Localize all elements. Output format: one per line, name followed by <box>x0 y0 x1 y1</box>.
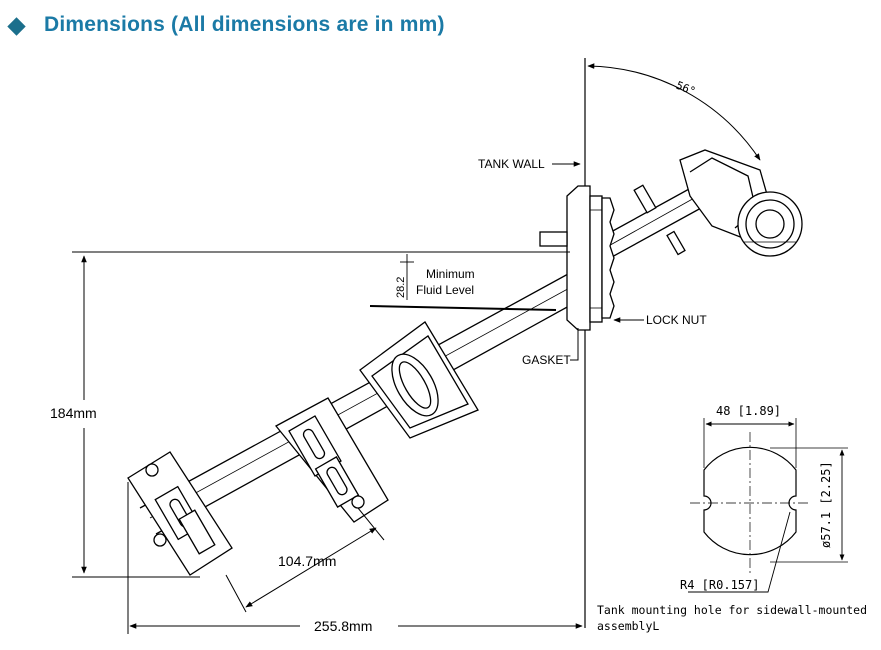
length-dimension-label: 104.7mm <box>278 553 336 569</box>
mounting-hole-detail <box>688 418 848 593</box>
sensor-assembly <box>127 149 803 576</box>
tank-wall-label: TANK WALL <box>478 157 545 171</box>
min-fluid-level-line <box>369 305 557 311</box>
width-dimension-label: 255.8mm <box>314 618 372 634</box>
angle-dimension: 56° <box>587 63 761 161</box>
hole-radius-label: R4 [R0.157] <box>680 578 759 592</box>
hole-diameter-label: ø57.1 [2.25] <box>819 461 833 548</box>
min-fluid-label-line1: Minimum <box>426 267 475 281</box>
hole-width-label: 48 [1.89] <box>716 404 781 418</box>
gasket-label: GASKET <box>522 353 571 367</box>
min-fluid-value: 28.2 <box>395 277 407 298</box>
lock-nut-label: LOCK NUT <box>646 313 707 327</box>
min-fluid-dimension <box>400 254 414 300</box>
hole-caption-line2: assemblyL <box>597 619 659 633</box>
angle-label: 56° <box>674 79 697 98</box>
hole-caption-line1: Tank mounting hole for sidewall-mounted <box>597 603 867 617</box>
height-dimension-label: 184mm <box>50 405 97 421</box>
height-dimension <box>72 251 570 578</box>
section-title: Dimensions (All dimensions are in mm) <box>44 13 445 36</box>
section-header: Dimensions (All dimensions are in mm) <box>0 0 881 56</box>
width-dimension <box>127 482 583 634</box>
min-fluid-label-line2: Fluid Level <box>416 283 474 297</box>
length-dimension <box>225 507 385 613</box>
